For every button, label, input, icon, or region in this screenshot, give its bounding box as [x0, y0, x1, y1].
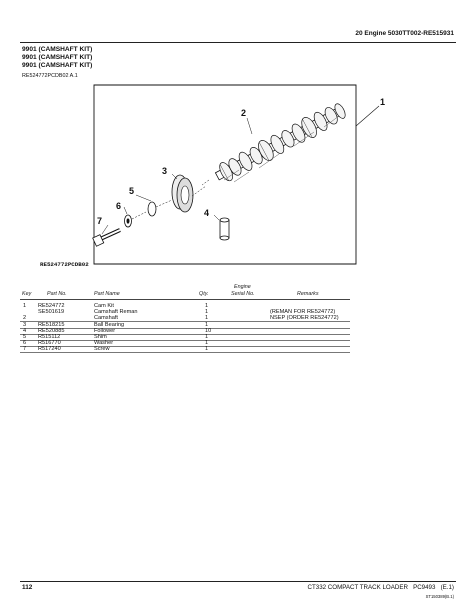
cell-qty: 1 [205, 346, 209, 352]
table-row: 3 RE518215 Ball Bearing 1 [20, 322, 456, 328]
cell-part-name: Shim [94, 334, 107, 340]
cell-qty: 1 [205, 340, 209, 346]
cell-part-name: Cam Kit [94, 303, 114, 309]
cell-key: 6 [23, 340, 27, 346]
row-rule [20, 352, 350, 353]
callout-6: 6 [116, 201, 121, 211]
header-rule [20, 42, 456, 43]
cell-part-name: Camshaft Reman [94, 309, 138, 315]
figure-label: RE524772PCDB02 [40, 261, 89, 268]
cell-part-no: SE501619 [38, 309, 65, 315]
row-rule [20, 340, 350, 341]
col-header-qty: Qty. [199, 291, 209, 297]
row-rule [20, 334, 350, 335]
cell-part-no: RE518215 [38, 322, 65, 328]
screw-drawing [92, 228, 121, 247]
cell-part-no: R515112 [38, 334, 61, 340]
cell-qty: 1 [205, 322, 209, 328]
footer-title: CT332 COMPACT TRACK LOADER PC9493 (E.1) [307, 584, 454, 591]
callout-1: 1 [380, 97, 385, 107]
cell-part-name: Ball Bearing [94, 322, 125, 328]
cell-remarks: NSEP (ORDER RE524772) [270, 315, 339, 321]
cell-qty: 1 [205, 303, 209, 309]
callout-7: 7 [97, 216, 102, 226]
table-row: 1 RE524772 Cam Kit 1 [20, 303, 456, 309]
footer-rule [20, 581, 456, 582]
table-row: 4 RE520885 Follower 10 [20, 328, 456, 334]
col-header-key: Key [22, 291, 32, 297]
table-row: SE501619 Camshaft Reman 1 (REMAN FOR RE5… [20, 309, 456, 315]
table-row: 6 R516770 Washer 1 [20, 340, 456, 346]
callout-2: 2 [241, 108, 246, 118]
cell-qty: 1 [205, 315, 209, 321]
cell-part-no: RE520885 [38, 328, 65, 334]
cell-remarks: (REMAN FOR RE524772) [270, 309, 336, 315]
camshaft-hatching [223, 115, 340, 183]
cell-part-no: R517240 [38, 346, 61, 352]
cell-qty: 1 [205, 309, 209, 315]
cell-part-name: Camshaft [94, 315, 118, 321]
col-header-remarks: Remarks [297, 291, 319, 297]
parts-illustration: 1 2 3 4 5 6 7 [92, 84, 385, 265]
table-row: 5 R515112 Shim 1 [20, 334, 456, 340]
col-header-engine: Engine [234, 284, 251, 290]
kit-title: 9901 (CAMSHAFT KIT) [22, 46, 93, 53]
kit-title: 9901 (CAMSHAFT KIT) [22, 62, 93, 70]
callout-3: 3 [162, 166, 167, 176]
washer-drawing [124, 214, 132, 228]
bearing-drawing [171, 174, 194, 213]
cell-key: 5 [23, 334, 27, 340]
callout-4: 4 [204, 208, 209, 218]
col-header-part-no: Part No. [47, 291, 67, 297]
illustration-reference: RE524772PCDB02 A.1 [22, 73, 78, 79]
row-rule [20, 321, 350, 322]
page-number: 112 [22, 584, 33, 591]
shim-drawing [147, 201, 157, 217]
row-rule [20, 328, 350, 329]
camshaft-drawing [214, 103, 346, 182]
row-rule [20, 346, 350, 347]
kit-titles: 9901 (CAMSHAFT KIT) 9901 (CAMSHAFT KIT) … [22, 46, 92, 71]
cell-key: 1 [23, 303, 27, 309]
kit-title: 9901 (CAMSHAFT KIT) [22, 54, 93, 62]
table-row: 2 Camshaft 1 NSEP (ORDER RE524772) [20, 315, 456, 321]
cell-part-no: RE524772 [38, 303, 65, 309]
col-header-part-name: Part Name [94, 291, 120, 297]
cell-part-name: Washer [94, 340, 114, 346]
follower-drawing [219, 217, 230, 241]
cell-qty: 1 [205, 334, 209, 340]
cell-qty: 10 [205, 328, 212, 334]
table-header-rule [20, 299, 350, 300]
cell-part-name: Screw [94, 346, 110, 352]
leader-line-1 [355, 105, 380, 127]
cell-part-no: R516770 [38, 340, 61, 346]
footer-code: ST150389(B.1) [425, 594, 454, 599]
table-row: 7 R517240 Screw 1 [20, 346, 456, 352]
col-header-serial-no: Serial No. [231, 291, 255, 297]
cell-key: 3 [23, 322, 27, 328]
running-header: 20 Engine 5030TT002-RE515931 [355, 30, 454, 37]
cell-part-name: Follower [94, 328, 116, 334]
camshaft-axis-line [201, 179, 210, 186]
kit-bracket [93, 84, 357, 265]
cell-key: 2 [23, 315, 27, 321]
callout-5: 5 [129, 186, 134, 196]
cell-key: 4 [23, 328, 27, 334]
cell-key: 7 [23, 346, 27, 352]
